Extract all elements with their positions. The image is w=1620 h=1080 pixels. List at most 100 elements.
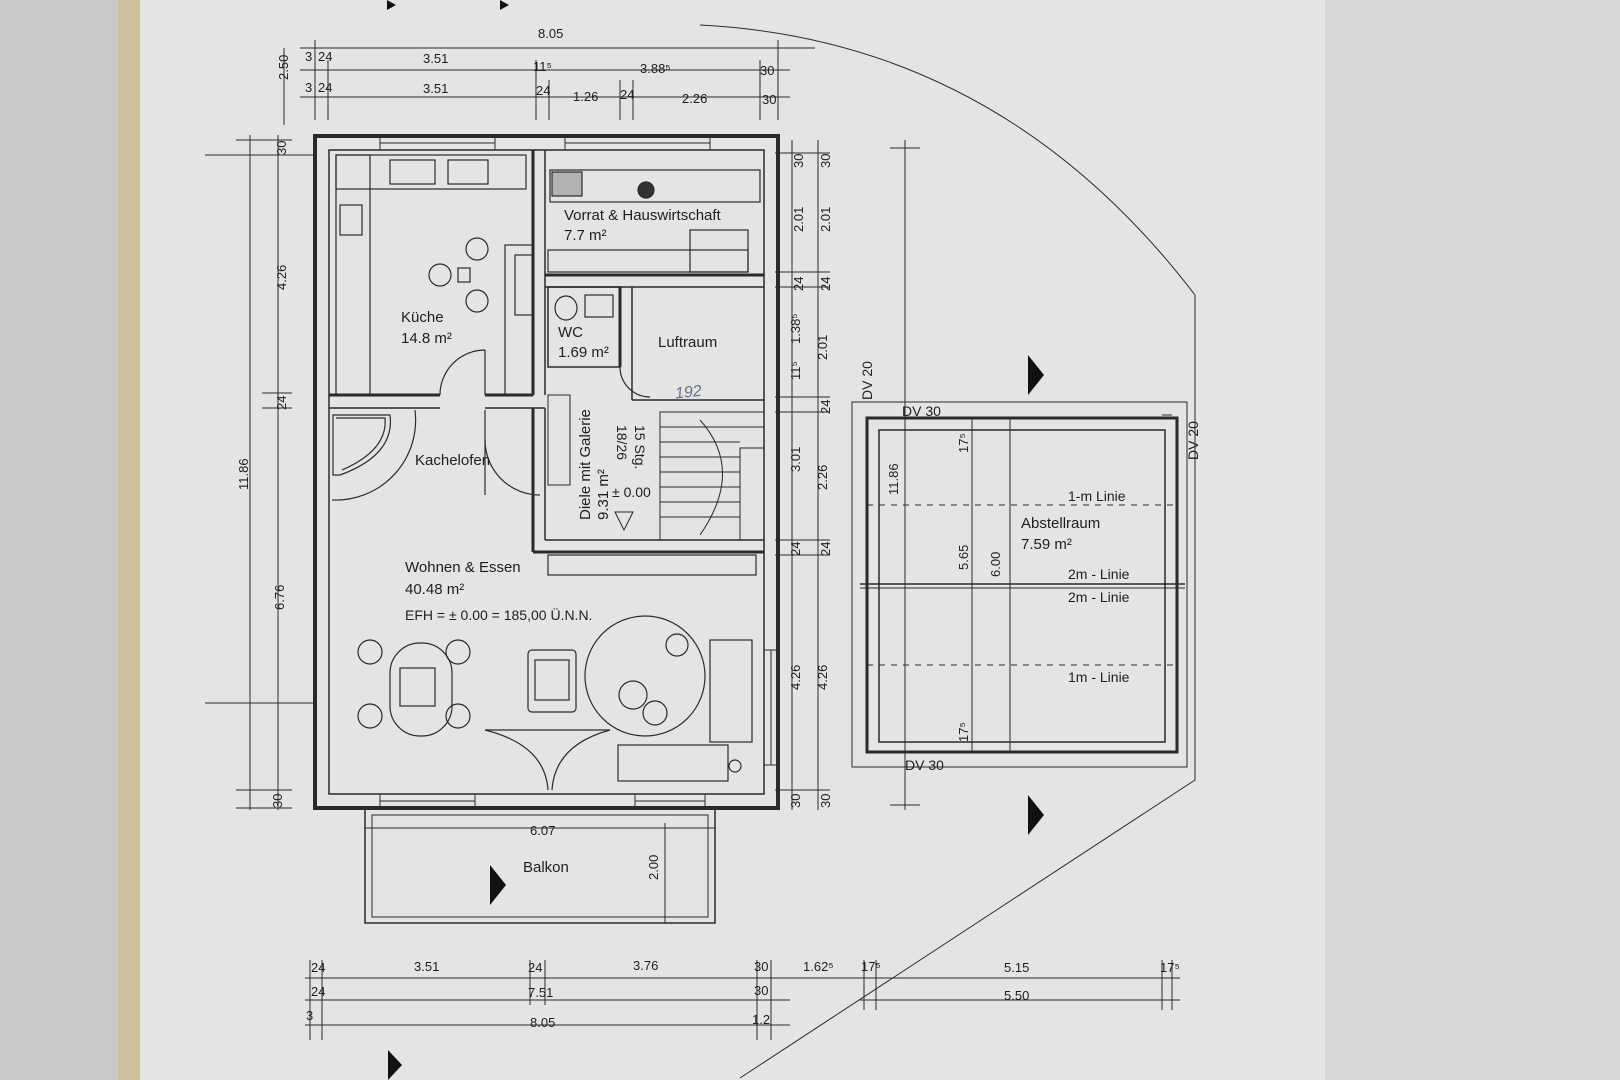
dim-b3-2: 1.2	[752, 1012, 770, 1027]
room-area-kueche: 14.8 m²	[401, 330, 452, 347]
dv20-left-label: DV 20	[859, 361, 875, 400]
dim-ri-6: 24	[788, 542, 803, 556]
dim-top-r1-2: 3.51	[423, 51, 448, 66]
dim-b1-2: 24	[528, 960, 542, 975]
line-2m-a: 2m - Linie	[1068, 566, 1130, 582]
room-name-diele: Diele mit Galerie	[577, 409, 594, 520]
dim-top-r1-4: 3.88⁵	[640, 61, 671, 76]
dim-ri-7: 4.26	[788, 665, 803, 690]
dv30-top-label: DV 30	[902, 403, 941, 419]
handwritten-note: 192	[674, 383, 702, 403]
balcony-outline	[364, 807, 716, 924]
dim-top-r2-7: 30	[762, 92, 776, 107]
dim-b2-1: 7.51	[528, 985, 553, 1000]
dim-ri-1: 2.01	[791, 207, 806, 232]
dim-abst-h2: 5.65	[956, 545, 971, 570]
dim-top-r1-0: 3	[305, 49, 312, 64]
room-name-wc: WC	[558, 324, 583, 341]
floor-level-note: EFH = ± 0.00 = 185,00 Ü.N.N.	[405, 606, 592, 623]
line-1m-top: 1-m Linie	[1068, 488, 1126, 504]
dim-b1-6: 17⁵	[861, 959, 881, 974]
dim-top-r1-5: 30	[760, 63, 774, 78]
room-name-abstellraum: Abstellraum	[1021, 515, 1100, 532]
storage-furniture	[547, 169, 761, 273]
dim-top-r2-4: 1.26	[573, 89, 598, 104]
dim-ro-3: 2.01	[815, 335, 830, 360]
kitchen-furniture	[335, 154, 534, 396]
dim-top-r2-5: 24	[620, 87, 634, 102]
dim-ri-2: 24	[791, 277, 806, 291]
dim-ro-1: 2.01	[818, 207, 833, 232]
room-area-vorrat: 7.7 m²	[564, 227, 607, 244]
dim-left-1: 4.26	[274, 265, 289, 290]
line-1m-bottom: 1m - Linie	[1068, 669, 1130, 685]
line-2m-b: 2m - Linie	[1068, 589, 1130, 605]
section-markers	[387, 0, 1044, 1080]
dim-b1-3: 3.76	[633, 958, 658, 973]
dv30-bottom-label: DV 30	[905, 757, 944, 773]
room-area-wc: 1.69 m²	[558, 344, 609, 361]
room-name-kachelofen: Kachelofen	[415, 452, 490, 469]
dim-ro-7: 4.26	[815, 665, 830, 690]
dim-b1-8: 17⁵	[1160, 960, 1180, 975]
dim-b1-0: 24	[311, 960, 325, 975]
dim-b1-1: 3.51	[414, 959, 439, 974]
dim-ro-6: 24	[818, 542, 833, 556]
dim-ro-0: 30	[818, 154, 833, 168]
dim-ro-4: 24	[818, 400, 833, 414]
dim-top-r2-3: 24	[536, 83, 550, 98]
roof-edge-bottom	[739, 295, 1196, 1079]
dim-top-r2-2: 3.51	[423, 81, 448, 96]
dim-left-3: 6.76	[272, 585, 287, 610]
room-name-balkon: Balkon	[523, 859, 569, 876]
room-name-wohnen: Wohnen & Essen	[405, 559, 521, 576]
dim-b2-0: 24	[311, 984, 325, 999]
dim-ri-3: 1.38⁵	[788, 313, 803, 344]
room-name-luftraum: Luftraum	[658, 334, 717, 351]
dim-b1-4: 30	[754, 959, 768, 974]
dim-left-4: 30	[270, 794, 285, 808]
dim-top-r2-0: 3	[305, 80, 312, 95]
dim-b1-5: 1.62⁵	[803, 959, 834, 974]
dim-top-r2-1: 24	[318, 80, 332, 95]
stair-ratio: 18/26	[614, 425, 630, 460]
dim-top-total: 8.05	[538, 26, 563, 41]
dim-b3-1: 8.05	[530, 1015, 555, 1030]
dim-balkon-w: 6.07	[530, 823, 555, 838]
dim-top-r1-3: 11⁵	[533, 59, 552, 74]
room-name-kueche: Küche	[401, 309, 444, 326]
storage-attic	[851, 401, 1188, 768]
dim-ri-5: 3.01	[788, 447, 803, 472]
dim-b3-0: 3	[306, 1008, 313, 1023]
room-area-abstellraum: 7.59 m²	[1021, 536, 1072, 553]
dim-top-side: 2.50	[276, 55, 291, 80]
tiled-stove	[331, 409, 541, 501]
dim-b1-7: 5.15	[1004, 960, 1029, 975]
stair-level: ± 0.00	[612, 484, 651, 500]
dim-top-r2-6: 2.26	[682, 91, 707, 106]
living-furniture	[357, 554, 757, 791]
dim-b2-2: 30	[754, 983, 768, 998]
dim-balkon-h: 2.00	[646, 855, 661, 880]
dim-top-r1-1: 24	[318, 49, 332, 64]
dim-ri-4: 11⁵	[788, 361, 803, 380]
dim-ro-8: 30	[818, 794, 833, 808]
dv20-right-label: DV 20	[1185, 421, 1201, 460]
wc-fixtures	[554, 294, 651, 398]
dim-ro-5: 2.26	[815, 465, 830, 490]
dim-abst-h1: 11.86	[886, 463, 901, 495]
stair-count: 15 Stg.	[632, 425, 648, 469]
dim-left-0: 30	[274, 141, 289, 155]
room-name-vorrat: Vorrat & Hauswirtschaft	[564, 207, 722, 224]
dim-ri-8: 30	[788, 794, 803, 808]
roof-edge-top	[699, 24, 1196, 296]
dim-b2-3: 5.50	[1004, 988, 1029, 1003]
staircase	[547, 394, 765, 541]
dim-left-total: 11.86	[236, 458, 251, 490]
room-area-wohnen: 40.48 m²	[405, 581, 464, 598]
dim-ro-2: 24	[818, 277, 833, 291]
dim-left-2: 24	[274, 396, 289, 410]
room-area-diele: 9.31 m²	[595, 469, 612, 520]
